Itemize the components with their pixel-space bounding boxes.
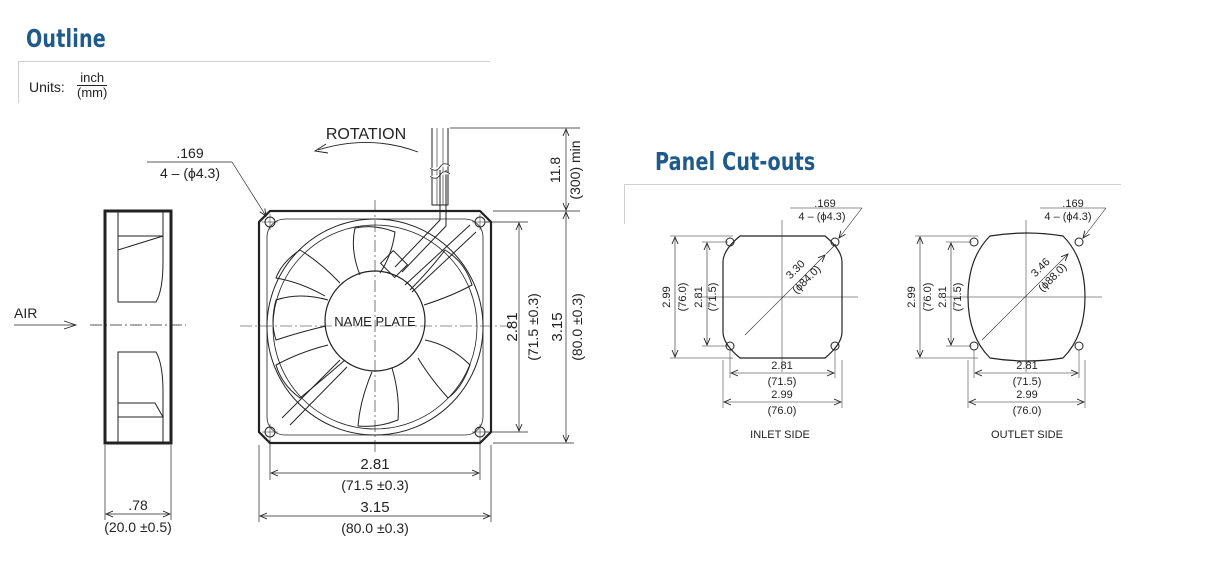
panel-vrule xyxy=(624,184,625,224)
size-v-inch: 3.15 xyxy=(549,312,566,341)
inlet-outer-h-inch: 2.99 xyxy=(771,389,792,401)
inlet-outer-v-mm: (76.0) xyxy=(677,283,689,312)
outlet-outer-h-inch: 2.99 xyxy=(1016,389,1037,401)
panel-rule xyxy=(624,184,1121,185)
outlet-caption: OUTLET SIDE xyxy=(991,429,1063,441)
depth-mm: (20.0 ±0.5) xyxy=(104,519,172,535)
air-arrow-head xyxy=(63,320,78,330)
panel-cutouts-title: Panel Cut-outs xyxy=(655,147,816,176)
depth-inch: .78 xyxy=(128,497,148,513)
pitch-v-inch: 2.81 xyxy=(504,312,521,341)
rotation-arrow xyxy=(317,142,419,153)
size-h-inch: 3.15 xyxy=(360,499,389,516)
outlet-pitch-v-inch: 2.81 xyxy=(937,286,949,307)
inlet-outline xyxy=(722,235,843,359)
hole-inch: .169 xyxy=(176,145,203,161)
pitch-h-mm: (71.5 ±0.3) xyxy=(341,477,409,493)
outlet-cutout xyxy=(915,207,1107,408)
units-inch: inch xyxy=(77,71,108,86)
outlet-outer-h-mm: (76.0) xyxy=(1013,405,1042,417)
inlet-hole-mm: 4 – (ϕ4.3) xyxy=(798,211,845,223)
front-view xyxy=(147,127,580,522)
inlet-hole-inch: .169 xyxy=(814,198,835,210)
units-fraction: inch (mm) xyxy=(77,71,108,100)
nameplate-label: NAME PLATE xyxy=(334,314,416,329)
inlet-pitch-h-mm: (71.5) xyxy=(768,376,797,388)
outlet-pitch-h-inch: 2.81 xyxy=(1016,360,1037,372)
rotation-label: ROTATION xyxy=(326,126,406,143)
outlet-pitch-v-mm: (71.5) xyxy=(952,283,964,312)
inlet-outer-v-inch: 2.99 xyxy=(661,286,673,307)
hole-mm: 4 – (ϕ4.3) xyxy=(160,165,220,181)
outlet-pitch-h-mm: (71.5) xyxy=(1013,376,1042,388)
outlet-outer-v-mm: (76.0) xyxy=(922,283,934,312)
side-blade-bottom xyxy=(117,351,164,443)
outlet-hole-mm: 4 – (ϕ4.3) xyxy=(1044,211,1091,223)
outlet-hole-inch: .169 xyxy=(1062,198,1083,210)
inlet-cutout xyxy=(670,207,863,408)
outline-rule xyxy=(18,61,490,62)
pitch-v-mm: (71.5 ±0.3) xyxy=(525,293,541,361)
outlet-outer-v-inch: 2.99 xyxy=(906,286,918,307)
inlet-pitch-v-inch: 2.81 xyxy=(693,286,705,307)
side-view xyxy=(14,209,186,520)
units-mm: (mm) xyxy=(77,85,108,100)
fan-side-frame xyxy=(103,209,173,445)
size-v-mm: (80.0 ±0.3) xyxy=(569,293,585,361)
lead-mm: (300) min xyxy=(567,140,583,199)
side-blade-top xyxy=(117,211,164,303)
outline-title: Outline xyxy=(26,24,106,53)
pitch-h-inch: 2.81 xyxy=(360,456,389,473)
inlet-caption: INLET SIDE xyxy=(750,429,810,441)
inlet-pitch-v-mm: (71.5) xyxy=(707,283,719,312)
units-label: Units: xyxy=(29,79,65,95)
inlet-outer-h-mm: (76.0) xyxy=(768,405,797,417)
size-h-mm: (80.0 ±0.3) xyxy=(341,520,409,536)
lead-inch: 11.8 xyxy=(547,157,563,183)
inlet-pitch-h-inch: 2.81 xyxy=(771,360,792,372)
units-rule xyxy=(18,61,19,103)
air-label: AIR xyxy=(14,305,37,321)
lead-wires xyxy=(431,128,449,206)
